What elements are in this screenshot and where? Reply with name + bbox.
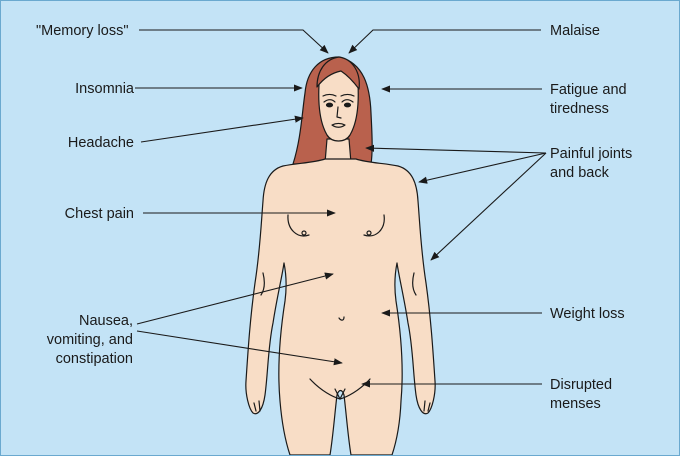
label-nausea-2: vomiting, and [47, 332, 133, 348]
label-memory-loss: "Memory loss" [36, 23, 128, 39]
label-menses-2: menses [550, 396, 601, 412]
body [246, 159, 435, 455]
label-insomnia: Insomnia [75, 81, 135, 97]
label-fatigue-2: tiredness [550, 101, 609, 117]
label-malaise: Malaise [550, 23, 600, 39]
arrow-joints-arm [431, 153, 546, 260]
label-headache: Headache [68, 135, 134, 151]
label-chest-pain: Chest pain [65, 206, 134, 222]
label-fatigue-1: Fatigue and [550, 82, 627, 98]
arrow-malaise [349, 30, 541, 53]
arrow-memory-loss [139, 30, 328, 53]
label-menses-1: Disrupted [550, 377, 612, 393]
arrow-joints-neck [366, 148, 546, 153]
label-weight-loss: Weight loss [550, 306, 625, 322]
arrow-headache [141, 118, 303, 142]
label-nausea-1: Nausea, [79, 313, 133, 329]
label-joints-1: Painful joints [550, 146, 632, 162]
label-nausea-3: constipation [56, 351, 133, 367]
label-joints-2: and back [550, 165, 610, 181]
arrow-joints-shoulder [419, 153, 546, 182]
human-figure [246, 57, 435, 455]
